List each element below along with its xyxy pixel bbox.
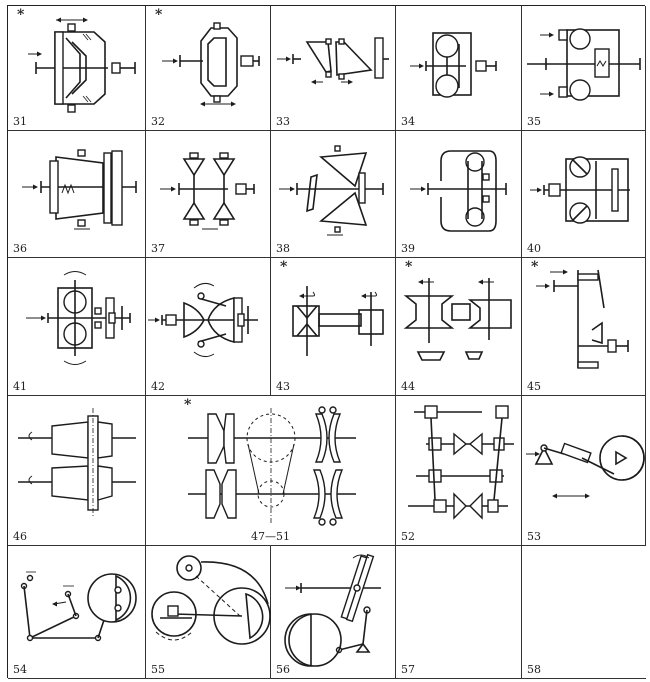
figure-cell-57: 57 (396, 546, 522, 679)
figure-number: 42 (151, 380, 165, 393)
figure-number: 39 (401, 242, 415, 255)
figure-cell-35: 35 (522, 6, 646, 131)
multi-disk-variator-diagram-icon (408, 405, 514, 520)
figure-number: 58 (527, 663, 541, 676)
figure-cell-47-51: * 47—51 (146, 396, 396, 546)
figure-cell-31: * 31 (8, 6, 146, 131)
star-marker: * (184, 397, 192, 413)
figure-number: 56 (276, 663, 290, 676)
figure-cell-40: 40 (522, 131, 646, 258)
figure-cell-55: 55 (146, 546, 271, 679)
toroidal-variator-diagram-icon (28, 17, 136, 113)
figure-number: 53 (527, 530, 541, 543)
figure-cell-52: 52 (396, 396, 522, 546)
figure-number: 32 (151, 115, 165, 128)
chain-variator-diagram-icon (188, 406, 356, 526)
figure-cell-45: * 45 (522, 258, 646, 396)
figure-number: 45 (527, 380, 541, 393)
figure-cell-44: * 44 (396, 258, 522, 396)
figure-cell-39: 39 (396, 131, 522, 258)
ball-variator-diagram-icon (530, 156, 630, 224)
figure-number: 38 (276, 242, 290, 255)
figure-cell-42: 42 (146, 258, 271, 396)
figure-cell-56: 56 (271, 546, 396, 679)
linkage-mechanism-diagram-icon (20, 571, 137, 642)
figure-number: 41 (13, 380, 27, 393)
toroidal-variator-diagram-icon (148, 282, 258, 358)
figure-cell-41: 41 (8, 258, 146, 396)
figure-number: 36 (13, 242, 27, 255)
v-belt-variator-diagram-icon (403, 278, 512, 361)
disk-variator-diagram-icon (536, 269, 629, 369)
figure-number: 37 (151, 242, 165, 255)
figure-number: 57 (401, 663, 415, 676)
ball-variator-diagram-icon (410, 150, 507, 232)
figure-number: 55 (151, 663, 165, 676)
figure-cell-37: 37 (146, 131, 271, 258)
star-marker: * (405, 259, 413, 275)
figure-number: 46 (13, 530, 27, 543)
figure-number: 43 (276, 380, 290, 393)
ball-variator-diagram-icon (26, 271, 131, 365)
star-marker: * (280, 259, 288, 275)
figure-cell-34: 34 (396, 6, 522, 131)
figure-cell-38: 38 (271, 131, 396, 258)
conical-variator-diagram-icon (162, 22, 260, 107)
cone-ring-variator-diagram-icon (22, 149, 137, 230)
figure-number: 54 (13, 663, 27, 676)
figure-number: 34 (401, 115, 415, 128)
ball-variator-diagram-icon (527, 28, 641, 101)
double-cone-variator-diagram-icon (160, 152, 255, 230)
figure-cell-33: 33 (271, 6, 396, 131)
figure-cell-36: 36 (8, 131, 146, 258)
pulse-variator-diagram-icon (151, 555, 271, 645)
cone-disk-variator-diagram-icon (277, 37, 389, 85)
figure-number: 52 (401, 530, 415, 543)
figure-number: 31 (13, 115, 27, 128)
crank-rocker-variator-diagram-icon (284, 553, 381, 667)
pulse-variator-diagram-icon (526, 435, 645, 499)
ball-variator-diagram-icon (410, 32, 497, 98)
figure-number: 40 (527, 242, 541, 255)
v-belt-variator-diagram-icon (292, 286, 384, 356)
figure-cell-54: 54 (8, 546, 146, 679)
figure-grid: * 31 * 32 (7, 5, 646, 679)
figure-number: 35 (527, 115, 541, 128)
figure-cell-58: 58 (522, 546, 646, 679)
star-marker: * (155, 7, 163, 23)
figure-number: 44 (401, 380, 415, 393)
figure-cell-46: 46 (8, 396, 146, 546)
figure-number: 47—51 (251, 530, 290, 543)
figure-number: 33 (276, 115, 290, 128)
figure-cell-32: * 32 (146, 6, 271, 131)
cone-disk-variator-diagram-icon (279, 145, 384, 236)
figure-cell-43: * 43 (271, 258, 396, 396)
star-marker: * (17, 7, 25, 23)
star-marker: * (531, 259, 539, 275)
figure-cell-53: 53 (522, 396, 646, 546)
cone-drum-variator-diagram-icon (18, 408, 136, 518)
